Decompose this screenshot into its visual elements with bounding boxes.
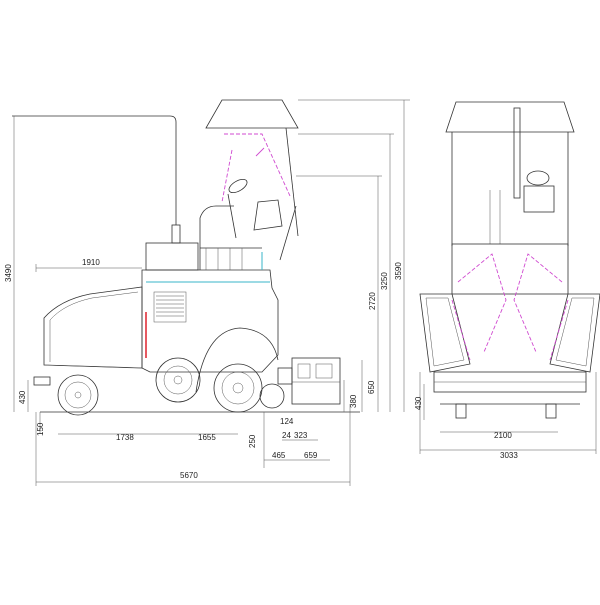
canopy-brace — [279, 205, 297, 261]
dim-430-side: 430 — [18, 390, 27, 404]
engine-box — [145, 242, 199, 271]
vent-grille — [153, 291, 187, 323]
rear-hopper-left-inner — [425, 297, 465, 367]
dim-3490: 3490 — [4, 264, 13, 282]
steering-column — [227, 193, 237, 239]
canopy-roof — [205, 99, 299, 129]
mid-wheel — [155, 357, 201, 403]
dim-2720: 2720 — [368, 292, 377, 310]
canopy-post — [285, 127, 299, 237]
canopy-fold-arrow — [255, 147, 265, 157]
side-view: 3490 3590 3250 2720 1910 1738 1655 5670 … — [4, 99, 410, 486]
pink-hopper-right — [513, 253, 563, 353]
operator-seat — [253, 199, 283, 231]
dim-124: 124 — [280, 417, 294, 426]
dim-465: 465 — [272, 451, 286, 460]
pink-hopper-left — [457, 253, 507, 353]
dim-24: 24 — [282, 431, 291, 440]
seat-frame — [199, 205, 234, 270]
exhaust-pipe — [12, 115, 177, 225]
pink-guide-right — [549, 299, 569, 361]
wheel-arch — [195, 327, 279, 393]
front-wheel-rim — [64, 381, 92, 409]
rear-exhaust — [513, 107, 521, 199]
rear-body — [451, 243, 569, 295]
rear-hopper-left — [419, 293, 471, 373]
dim-1738: 1738 — [116, 433, 134, 442]
hopper-body — [43, 286, 143, 369]
dim-323: 323 — [294, 431, 308, 440]
dim-1655: 1655 — [198, 433, 216, 442]
screed-block-b — [315, 363, 333, 379]
push-roller — [33, 376, 51, 386]
dim-650: 650 — [367, 380, 376, 394]
rear-seat-back — [526, 170, 550, 186]
exhaust-stack — [171, 224, 181, 244]
rear-hopper-right — [549, 293, 600, 373]
pink-guide-left — [451, 299, 471, 361]
dim-3590: 3590 — [394, 262, 403, 280]
rear-hopper-right-inner — [555, 297, 595, 367]
rear-dim-2100: 2100 — [494, 431, 512, 440]
dim-380: 380 — [349, 394, 358, 408]
steering-wheel — [228, 178, 248, 194]
rear-canopy-roof — [445, 101, 575, 133]
dim-150: 150 — [36, 422, 45, 436]
rear-wheel — [259, 383, 285, 409]
mid-wheel-rim — [163, 365, 193, 395]
rear-dim-3033: 3033 — [500, 451, 518, 460]
screed-block-a — [297, 363, 311, 379]
auger-box — [277, 367, 293, 385]
dim-659: 659 — [304, 451, 318, 460]
rear-view: 430 2100 3033 — [414, 101, 600, 460]
rear-wheel-right — [545, 403, 557, 419]
tractor-body — [141, 269, 279, 373]
dim-1910: 1910 — [82, 258, 100, 267]
front-wheel-hub — [74, 391, 82, 399]
hopper-bottom — [43, 364, 143, 369]
drive-wheel — [213, 363, 263, 413]
rear-wheel-left — [455, 403, 467, 419]
drive-wheel-hub — [232, 382, 244, 394]
front-wheel — [57, 374, 99, 416]
mid-wheel-hub — [173, 375, 183, 385]
rear-dim-430: 430 — [414, 396, 423, 410]
dim-250: 250 — [248, 434, 257, 448]
drive-wheel-rim — [221, 371, 255, 405]
rear-seat — [523, 185, 555, 213]
canopy-folded-arm — [221, 149, 233, 203]
hopper-inner-line — [49, 291, 139, 362]
canopy-folded-outline — [224, 133, 291, 197]
dim-3250: 3250 — [380, 272, 389, 290]
dim-5670: 5670 — [180, 471, 198, 480]
